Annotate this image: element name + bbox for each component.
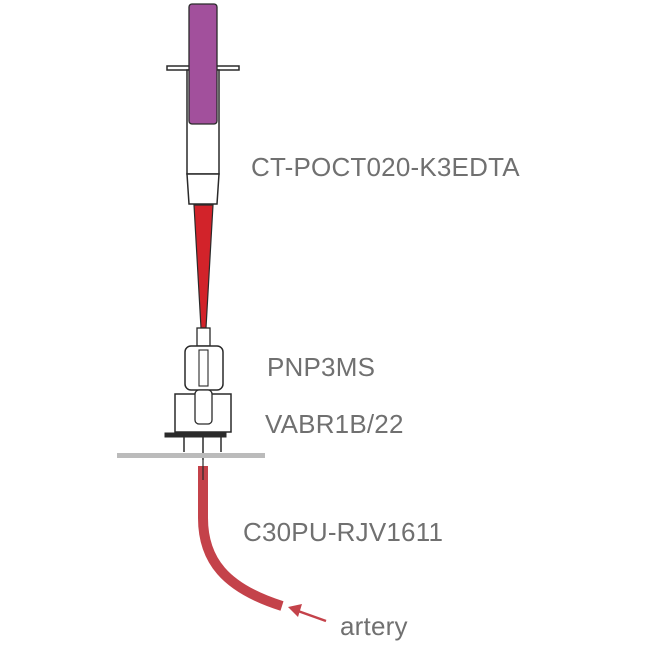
label-syringe: CT-POCT020-K3EDTA xyxy=(251,152,520,182)
label-artery: artery xyxy=(340,611,408,641)
skin-surface xyxy=(117,453,265,458)
syringe-plunger xyxy=(188,3,218,125)
artery-arrow xyxy=(288,604,327,623)
blood-column xyxy=(193,204,214,329)
valve-base xyxy=(164,432,227,438)
needle-connector xyxy=(196,327,211,347)
arrow-shaft xyxy=(297,609,327,623)
label-needle: PNP3MS xyxy=(267,352,376,382)
needle-adapter xyxy=(184,327,224,391)
valve xyxy=(164,389,232,460)
valve-stem xyxy=(194,389,213,425)
label-catheter: C30PU-RJV1611 xyxy=(243,517,444,547)
needle-core xyxy=(198,349,209,387)
catheter xyxy=(198,466,284,611)
syringe-hub xyxy=(186,173,220,205)
syringe xyxy=(166,3,240,329)
arrow-head xyxy=(288,604,302,617)
label-valve: VABR1B/22 xyxy=(265,409,404,439)
